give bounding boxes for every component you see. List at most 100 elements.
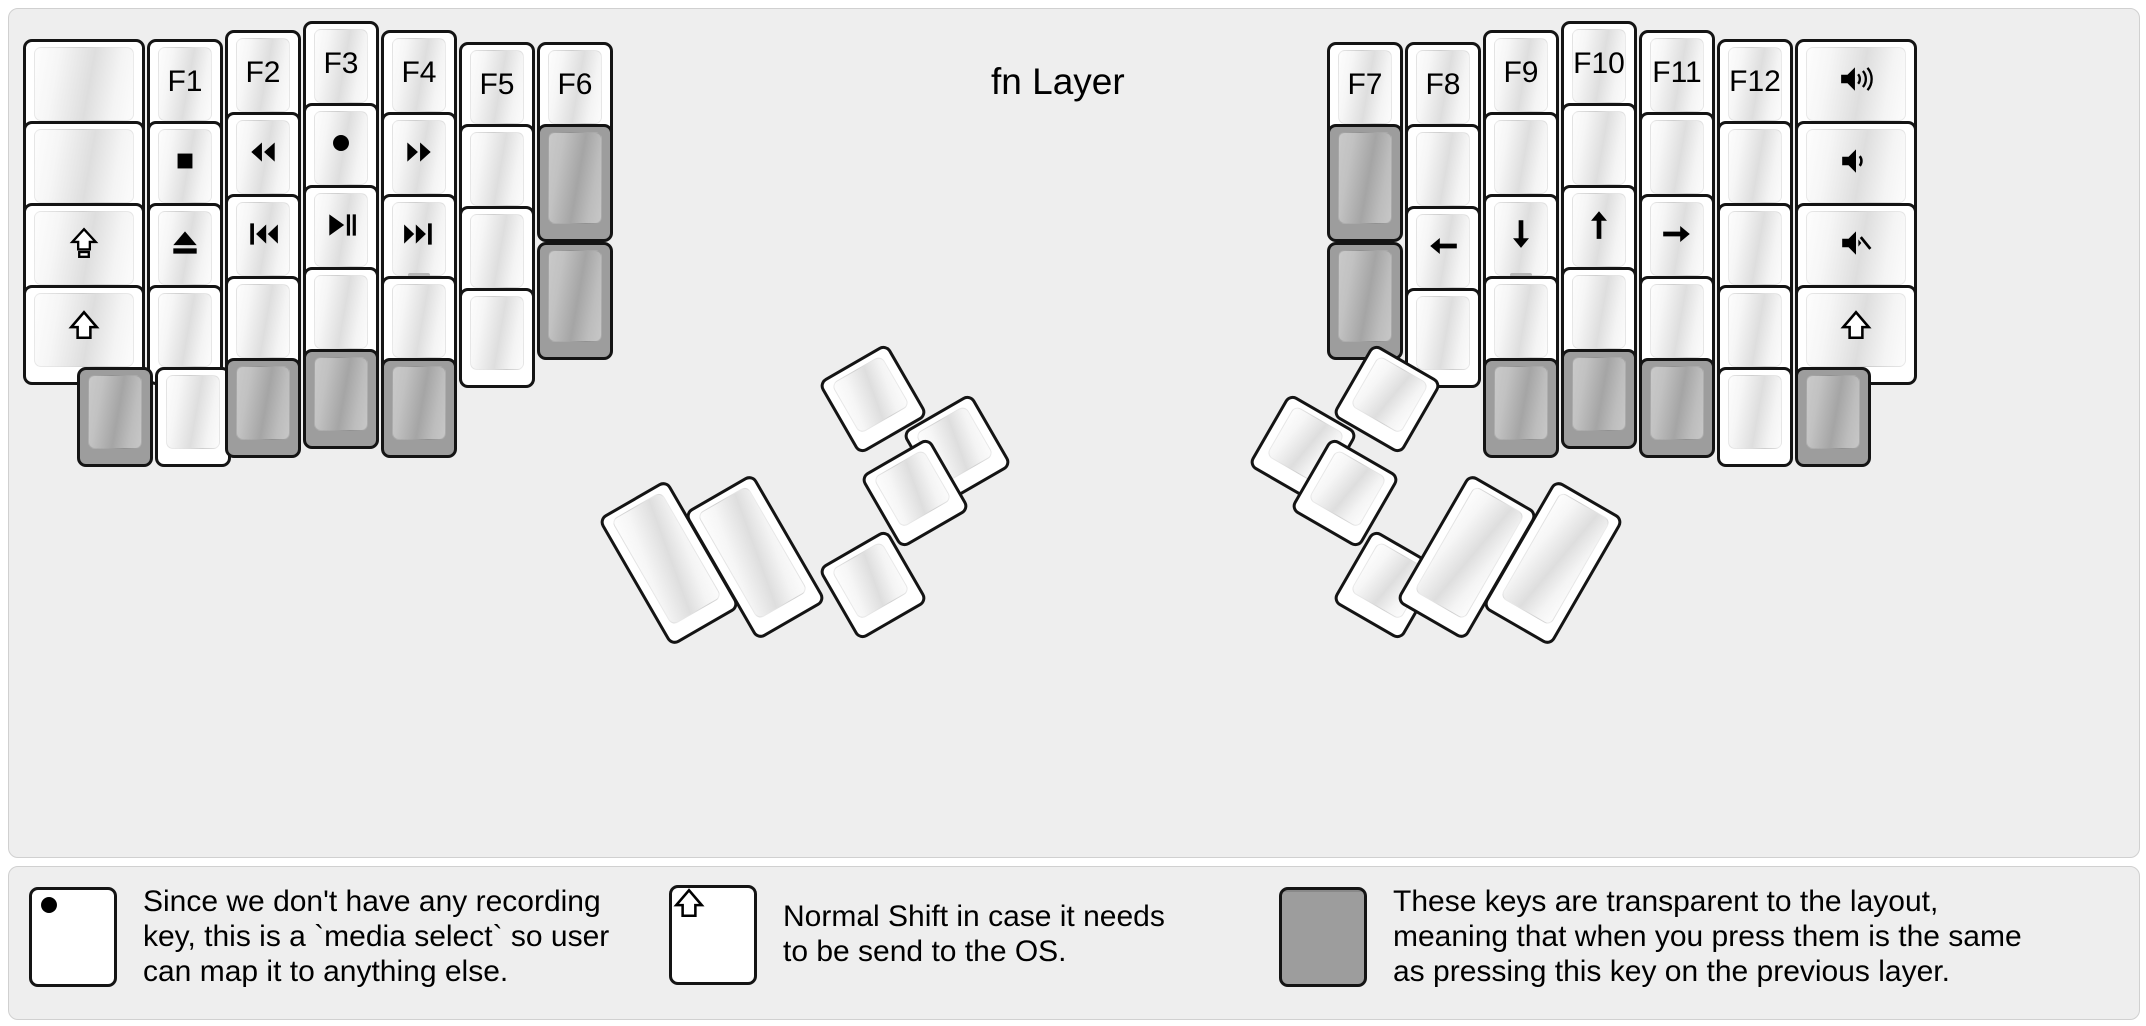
keycap-surface <box>88 375 142 449</box>
legend-item-transparent-description: These keys are transparent to the layout… <box>1393 885 2022 988</box>
homing-bump-indicator <box>408 273 430 277</box>
keycap-surface: F6 <box>548 50 602 124</box>
keycap-surface <box>1806 129 1906 203</box>
keycap-surface: F12 <box>1728 47 1782 121</box>
keycap-surface <box>392 366 446 440</box>
keycap-surface <box>1307 449 1388 529</box>
keycap-surface <box>1494 202 1548 276</box>
key-l-r5-c2[interactable] <box>155 367 231 467</box>
keycap-surface <box>1728 211 1782 285</box>
keycap-surface <box>32 890 114 930</box>
key-l-r2-c7-transparent-tall[interactable] <box>537 124 613 242</box>
record-icon <box>32 895 66 930</box>
key-r-r5-c5-transparent[interactable] <box>1639 358 1715 458</box>
keycap-surface: F9 <box>1494 38 1548 112</box>
keycap-surface <box>34 293 134 367</box>
shift-icon <box>1839 308 1873 348</box>
keycap-surface <box>1572 357 1626 431</box>
keycap-surface <box>1494 120 1548 194</box>
keycap-surface <box>34 211 134 285</box>
key-l-r5-c5-transparent[interactable] <box>381 358 457 458</box>
key-r-r5-c6[interactable] <box>1717 367 1793 467</box>
keycap-surface: F1 <box>158 47 212 121</box>
keycap-surface: F10 <box>1572 29 1626 103</box>
keycap-surface: F7 <box>1338 50 1392 124</box>
keycap-surface <box>1572 275 1626 349</box>
keycap-surface <box>1650 202 1704 276</box>
keycap-surface <box>1650 366 1704 440</box>
keycap-surface <box>1806 211 1906 285</box>
key-r-r2-c1-transparent-tall[interactable] <box>1327 124 1403 242</box>
key-label: F12 <box>1729 65 1781 98</box>
key-label: F5 <box>479 68 515 101</box>
legend-item-shift: Normal Shift in case it needs to be send… <box>669 885 1165 985</box>
homing-bump-indicator <box>1510 273 1532 277</box>
key-r-r5-c7-transparent[interactable] <box>1795 367 1871 467</box>
shift-icon <box>67 308 101 348</box>
keycap-surface <box>1806 293 1906 367</box>
keycap-surface <box>1494 284 1548 358</box>
keycap-surface <box>1338 250 1392 342</box>
key-l-r3-c7-transparent-tall[interactable] <box>537 242 613 360</box>
key-r-r2-c3[interactable] <box>1483 112 1559 212</box>
volume-up-icon <box>1839 62 1873 102</box>
keycap-surface <box>830 355 911 435</box>
key-label: F3 <box>323 47 359 80</box>
key-r-r5-c4-transparent[interactable] <box>1561 349 1637 449</box>
key-l-r5-c1-transparent[interactable] <box>77 367 153 467</box>
keycap-surface <box>1728 293 1782 367</box>
keycap-surface <box>1728 375 1782 449</box>
keycap-surface <box>158 211 212 285</box>
key-label: F11 <box>1652 56 1702 89</box>
keycap-surface: F3 <box>314 29 368 103</box>
keycap-surface: F11 <box>1650 38 1704 112</box>
key-l-thumb-6[interactable] <box>817 528 929 642</box>
key-l-r5-c4-transparent[interactable] <box>303 349 379 449</box>
keycap-surface <box>314 275 368 349</box>
keycap-surface <box>1416 296 1470 370</box>
keycap-surface <box>314 357 368 431</box>
arrow-right-icon <box>1660 217 1694 257</box>
legend-item-transparent: These keys are transparent to the layout… <box>1279 885 2022 989</box>
eject-icon <box>168 226 202 266</box>
arrow-down-icon <box>1504 217 1538 257</box>
keycap-surface <box>1728 129 1782 203</box>
key-l-r4-c6[interactable] <box>459 288 535 388</box>
legend-panel: Since we don't have any recording key, t… <box>8 866 2140 1020</box>
keycap-surface <box>392 120 446 194</box>
keycap-surface <box>470 132 524 206</box>
key-r-r3-c1-transparent-tall[interactable] <box>1327 242 1403 360</box>
keycap-surface <box>1416 214 1470 288</box>
keycap-surface <box>314 193 368 267</box>
keycap-surface <box>34 129 134 203</box>
keycap-surface <box>1338 132 1392 224</box>
key-r-r4-c5[interactable] <box>1639 276 1715 376</box>
keycap-surface <box>1806 375 1860 449</box>
keycap-surface <box>1806 47 1906 121</box>
next-track-icon <box>402 217 436 257</box>
keycap-surface <box>470 214 524 288</box>
page-title: fn Layer <box>991 61 1125 102</box>
mute-icon <box>1839 226 1873 266</box>
keycap-surface: F5 <box>470 50 524 124</box>
keycap-surface <box>392 202 446 276</box>
arrow-left-icon <box>1426 229 1460 269</box>
keycap-surface <box>1650 284 1704 358</box>
key-label: F1 <box>167 65 203 98</box>
keycap-surface <box>158 293 212 367</box>
keycap-surface <box>548 132 602 224</box>
key-l-r5-c3-transparent[interactable] <box>225 358 301 458</box>
keycap-surface <box>236 284 290 358</box>
key-label: F10 <box>1573 47 1625 80</box>
keycap-surface: F8 <box>1416 50 1470 124</box>
key-label: F6 <box>557 68 593 101</box>
keycap-surface <box>1650 120 1704 194</box>
key-label: F8 <box>1425 68 1461 101</box>
stop-icon <box>168 144 202 184</box>
rewind-icon <box>246 135 280 175</box>
key-r-r5-c3-transparent[interactable] <box>1483 358 1559 458</box>
keycap-surface <box>1416 132 1470 206</box>
keycap-surface <box>1494 366 1548 440</box>
